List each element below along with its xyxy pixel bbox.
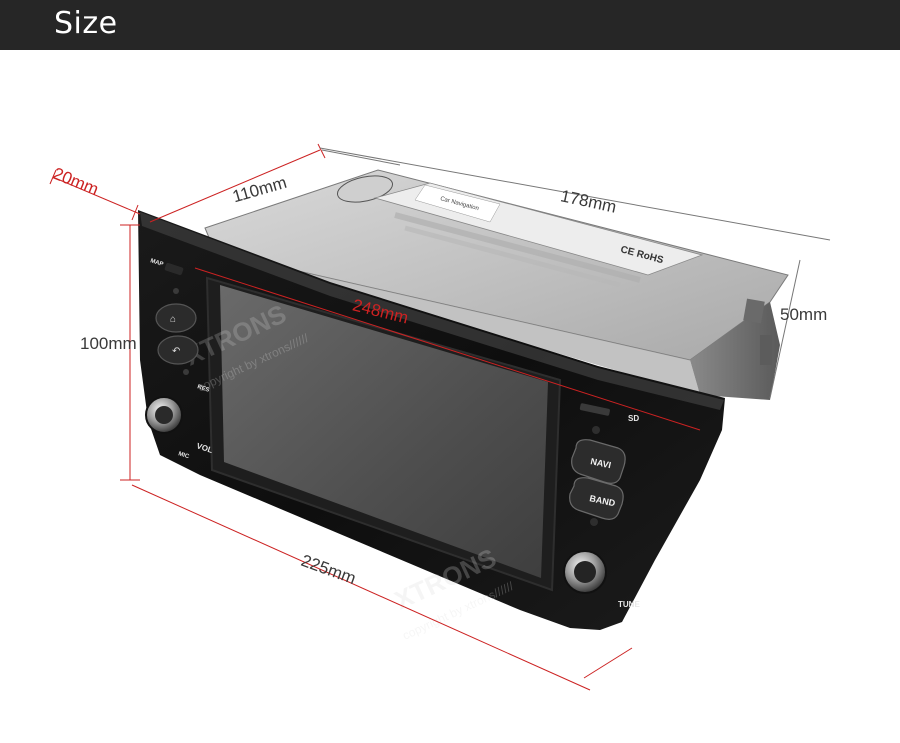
display-screen <box>220 285 548 578</box>
header-bar: Size <box>0 0 900 50</box>
tune-label: TUNE <box>618 600 640 609</box>
reset-hole <box>183 369 189 375</box>
ir-sensor-right <box>592 426 600 434</box>
right-controls: SD NAVI BAND TUNE <box>563 403 640 609</box>
sd-slot <box>579 403 610 416</box>
back-button[interactable] <box>157 335 199 365</box>
band-button[interactable] <box>569 477 624 520</box>
home-icon: ⌂ <box>170 314 176 325</box>
navi-button-label: NAVI <box>590 456 612 470</box>
res-label: RES <box>196 384 210 394</box>
left-controls: MAP ⌂ ↶ RES MIC VOL <box>145 258 214 461</box>
navi-button[interactable] <box>571 439 626 484</box>
dimension-lines <box>49 143 831 691</box>
home-button[interactable] <box>155 303 197 333</box>
back-icon: ↶ <box>172 346 180 357</box>
map-label: MAP <box>149 258 164 268</box>
chassis-sticker: CE RoHS Car Navigation <box>373 182 704 288</box>
page-title: Size <box>54 6 118 41</box>
dimension-label-100mm: 100mm <box>80 334 137 353</box>
dimension-label-50mm: 50mm <box>780 305 828 324</box>
sd-label: SD <box>628 414 639 423</box>
ir-sensor <box>173 288 179 294</box>
mic-label: MIC <box>177 451 190 460</box>
mic-hole-right <box>590 518 598 526</box>
map-slot <box>164 262 184 276</box>
